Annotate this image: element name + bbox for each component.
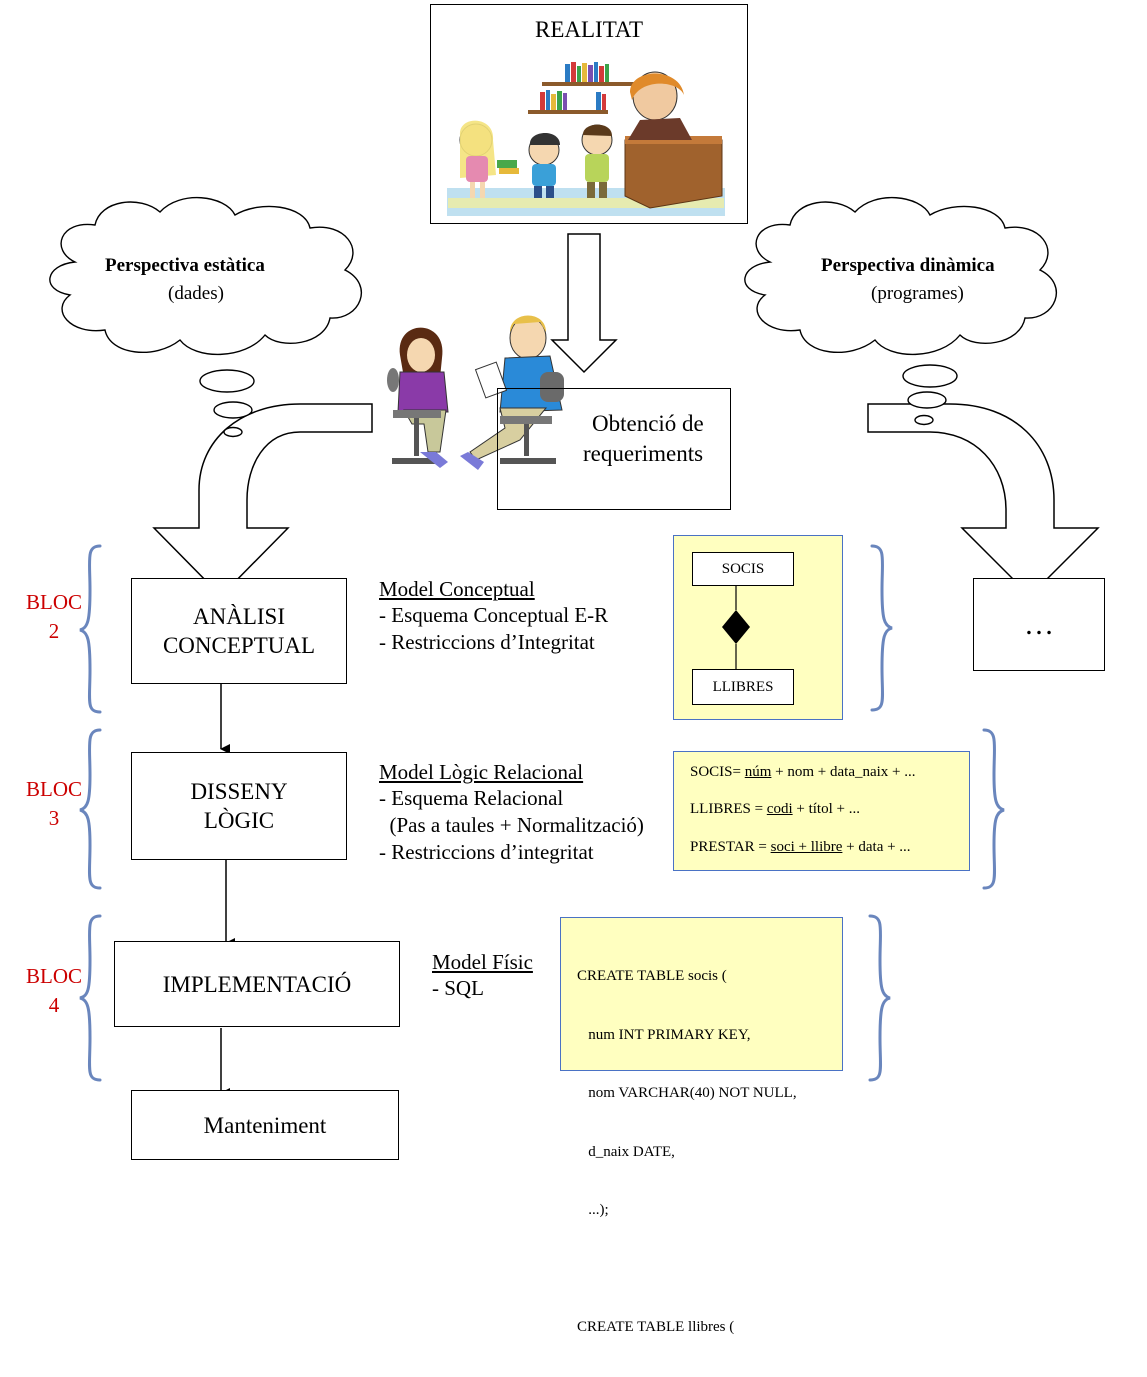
design-line1: DISSENY (190, 779, 288, 804)
relationship-diamond-icon (722, 610, 750, 644)
analysis-box: ANÀLISI CONCEPTUAL (131, 578, 347, 684)
logical-item-3: - Restriccions d’integritat (379, 840, 594, 864)
static-cloud (49, 197, 363, 438)
dynamic-cloud (744, 197, 1058, 426)
sql-example-box: CREATE TABLE socis ( num INT PRIMARY KEY… (560, 917, 843, 1335)
relational-socis: SOCIS= núm + nom + data_naix + ... (690, 764, 916, 780)
implementation-label: IMPLEMENTACIÓ (162, 971, 352, 997)
conceptual-heading: Model Conceptual (379, 577, 535, 601)
requirements-line2: requeriments (583, 441, 704, 466)
bloc3-number: 3 (48, 806, 60, 830)
reality-title: REALITAT (534, 17, 644, 42)
reality-down-arrow (550, 233, 618, 374)
relational-llibres: LLIBRES = codi + títol + ... (690, 801, 860, 817)
bloc4-number: 4 (48, 993, 60, 1017)
physical-heading: Model Físic (432, 950, 533, 974)
dynamic-next-label: … (1024, 608, 1054, 641)
physical-item-1: - SQL (432, 976, 484, 1000)
dynamic-perspective-title: Perspectiva dinàmica (821, 255, 995, 276)
bloc4-word: BLOC (25, 964, 82, 988)
sql-line: d_naix DATE, (577, 1143, 675, 1160)
design-box: DISSENY LÒGIC (131, 752, 347, 860)
design-line2: LÒGIC (203, 808, 275, 833)
dynamic-next-box: … (973, 578, 1105, 671)
er-relationship (722, 586, 750, 669)
bloc3-label: BLOC 3 (20, 775, 88, 833)
logical-item-2: (Pas a taules + Normalització) (379, 813, 644, 837)
static-curved-arrow (152, 403, 373, 598)
requirements-box (497, 388, 731, 510)
bloc2-label: BLOC 2 (20, 588, 88, 646)
relational-prestar: PRESTAR = soci + llibre + data + ... (690, 839, 911, 855)
sql-line (577, 1260, 797, 1280)
dynamic-curved-arrow (867, 403, 1100, 598)
er-entity-top: SOCIS (692, 552, 794, 586)
sql-code: CREATE TABLE socis ( num INT PRIMARY KEY… (577, 928, 797, 1377)
dynamic-perspective-subtitle: (programes) (871, 283, 964, 304)
sql-line: CREATE TABLE llibres ( (577, 1319, 735, 1335)
maintenance-label: Manteniment (203, 1112, 327, 1138)
bloc2-right-brace (870, 544, 893, 712)
analysis-line1: ANÀLISI (193, 604, 285, 629)
sql-line: CREATE TABLE socis ( (577, 968, 727, 984)
sql-line: ...); (577, 1202, 609, 1218)
reality-box: REALITAT (430, 4, 748, 224)
bloc4-left-brace (79, 914, 102, 1082)
bloc3-right-brace (982, 728, 1005, 890)
conceptual-item-2: - Restriccions d’Integritat (379, 630, 595, 654)
analysis-line2: CONCEPTUAL (162, 633, 316, 658)
maintenance-box: Manteniment (131, 1090, 399, 1160)
bloc3-left-brace (79, 728, 102, 890)
logical-item-1: - Esquema Relacional (379, 786, 564, 810)
er-entity-bottom: LLIBRES (692, 669, 794, 705)
diagram-canvas (49, 197, 1100, 1098)
static-perspective-subtitle: (dades) (168, 283, 224, 304)
logical-heading: Model Lògic Relacional (379, 760, 584, 784)
bloc4-right-brace (868, 914, 891, 1082)
er-example-box: SOCIS LLIBRES (673, 535, 843, 720)
relational-example-box: SOCIS= núm + nom + data_naix + ... LLIBR… (673, 751, 970, 871)
sql-line: nom VARCHAR(40) NOT NULL, (577, 1085, 797, 1101)
implementation-box: IMPLEMENTACIÓ (114, 941, 400, 1027)
bloc2-word: BLOC (25, 590, 82, 614)
requirements-line1: Obtenció de (592, 411, 704, 436)
sql-line: num INT PRIMARY KEY, (577, 1026, 751, 1043)
bloc2-left-brace (79, 544, 102, 714)
bloc2-number: 2 (48, 619, 60, 643)
static-perspective-title: Perspectiva estàtica (105, 255, 265, 276)
conceptual-item-1: - Esquema Conceptual E-R (379, 603, 609, 627)
bloc3-word: BLOC (25, 777, 82, 801)
bloc4-label: BLOC 4 (20, 962, 88, 1020)
